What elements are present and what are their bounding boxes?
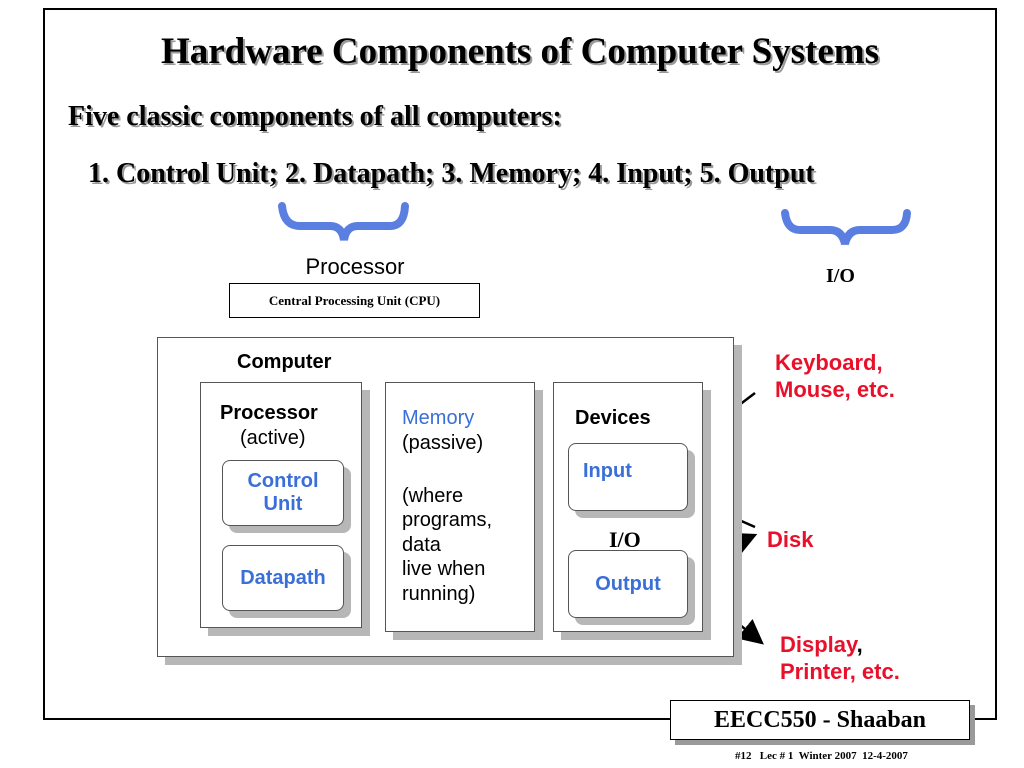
slide-subtitle: Five classic components of all computers… (68, 101, 562, 132)
slide-title: Hardware Components of Computer Systems (160, 31, 880, 72)
processor-label: Processor (305, 254, 405, 279)
disk-label: Disk (767, 527, 814, 552)
footer-info: #12 Lec # 1 Winter 2007 12-4-2007 (735, 750, 908, 762)
memory-subtitle: (passive) (402, 432, 484, 454)
components-list: 1. Control Unit; 2. Datapath; 3. Memory;… (88, 158, 815, 189)
output-devices-label: Display, Printer, etc. (780, 632, 900, 686)
devices-io-label: I/O (609, 527, 641, 552)
slide-frame (43, 8, 997, 720)
control-unit-box: Control Unit (222, 460, 344, 526)
devices-title: Devices (575, 407, 651, 429)
io-label: I/O (826, 265, 855, 287)
display-text: Display (780, 632, 857, 657)
input-box: Input (568, 443, 688, 511)
memory-panel (385, 382, 535, 632)
memory-title: Memory (402, 407, 475, 429)
cpu-label-box: Central Processing Unit (CPU) (229, 283, 480, 318)
processor-subtitle: (active) (240, 427, 306, 449)
memory-description: (where programs, data live when running) (402, 485, 493, 605)
processor-title: Processor (220, 402, 318, 424)
computer-label: Computer (237, 351, 332, 373)
output-box: Output (568, 550, 688, 618)
course-badge: EECC550 - Shaaban (670, 700, 970, 740)
cpu-label: Central Processing Unit (CPU) (268, 292, 441, 308)
printer-text: Printer, etc. (780, 658, 900, 684)
datapath-box: Datapath (222, 545, 344, 611)
course-label: EECC550 - Shaaban (713, 706, 927, 733)
display-comma: , (856, 632, 863, 657)
input-devices-label: Keyboard, Mouse, etc. (775, 350, 895, 402)
